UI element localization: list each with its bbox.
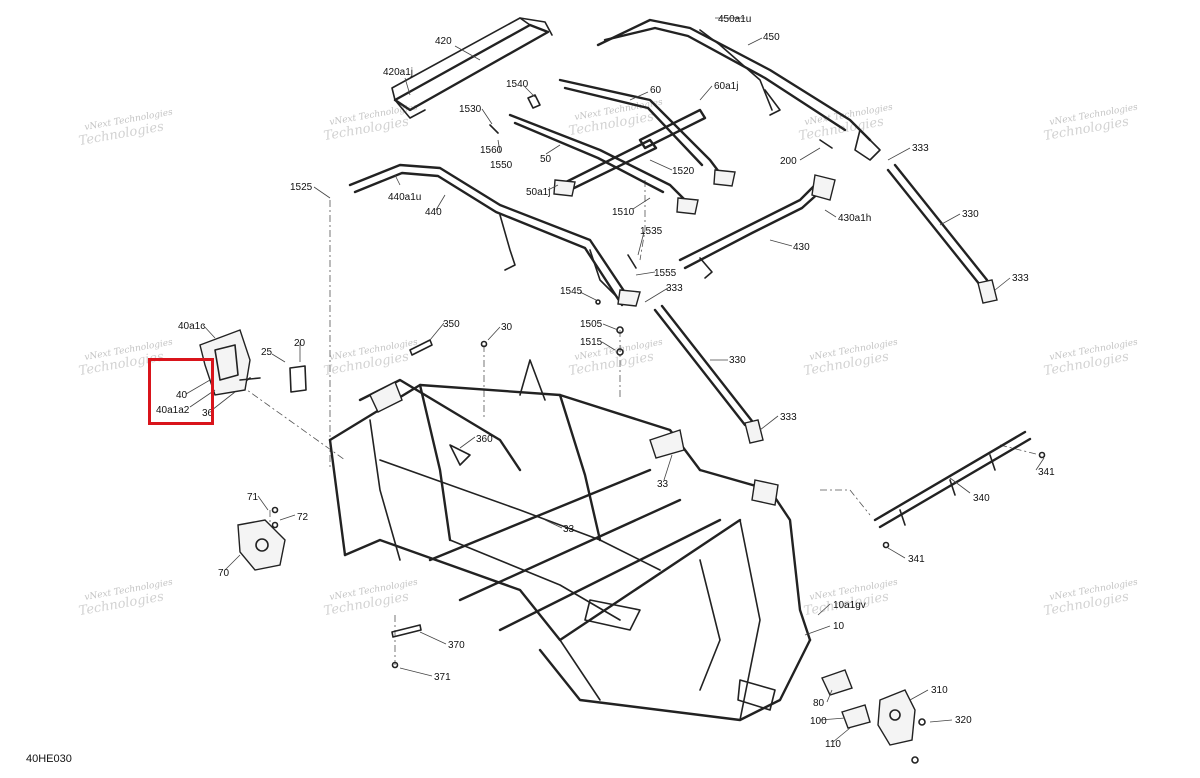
callout-350: 350: [443, 319, 460, 330]
callout-40: 40: [176, 390, 188, 401]
callout-360: 360: [476, 434, 493, 445]
callout-430a1h: 430a1h: [838, 213, 871, 224]
callout-70: 70: [218, 568, 230, 579]
callout-1540: 1540: [506, 79, 529, 90]
assembly-lines: [239, 180, 1041, 665]
callout-333-lower: 333: [780, 412, 797, 423]
callout-420a1j: 420a1j: [383, 67, 413, 78]
part-330-rear-strut: [886, 163, 998, 304]
callout-450: 450: [763, 32, 780, 43]
callout-10a1gv: 10a1gv: [833, 600, 866, 611]
callout-333-mid: 333: [666, 283, 683, 294]
watermark: vNext Technologies Technologies: [1043, 103, 1139, 145]
watermark: vNext Technologies Technologies: [323, 338, 419, 380]
callout-341-top: 341: [1038, 467, 1055, 478]
part-340-rear-bar: [873, 430, 1032, 529]
part-70-mount: [237, 519, 286, 571]
callout-60a1j: 60a1j: [714, 81, 738, 92]
callout-371: 371: [434, 672, 451, 683]
watermark: vNext Technologies Technologies: [1043, 578, 1139, 620]
part-370-link: [391, 624, 422, 638]
main-chassis-frame: [328, 359, 812, 722]
callout-labels: 420 420a1j 450a1u 450 1540 60 60a1j 1530…: [156, 14, 1055, 750]
callout-333-right: 333: [1012, 273, 1029, 284]
callout-341-bottom: 341: [908, 554, 925, 565]
callout-440: 440: [425, 207, 442, 218]
callout-36: 36: [202, 408, 214, 419]
part-100-bracket: [841, 704, 871, 729]
callout-100: 100: [810, 716, 827, 727]
watermark: vNext Technologies Technologies: [1043, 338, 1139, 380]
callout-200: 200: [780, 156, 797, 167]
callout-340: 340: [973, 493, 990, 504]
callout-72: 72: [297, 512, 309, 523]
callout-33-a: 33: [657, 479, 669, 490]
callout-310: 310: [931, 685, 948, 696]
watermark: vNext Technologies Technologies: [803, 578, 899, 620]
part-420-roof-crossbar: [391, 17, 553, 119]
callout-420: 420: [435, 36, 452, 47]
callout-320: 320: [955, 715, 972, 726]
callout-450a1u: 450a1u: [718, 14, 751, 25]
callout-25: 25: [261, 347, 273, 358]
callout-1550: 1550: [490, 160, 513, 171]
callout-71: 71: [247, 492, 259, 503]
callout-333-top: 333: [912, 143, 929, 154]
callout-1510: 1510: [612, 207, 635, 218]
callout-33-b: 33: [563, 524, 575, 535]
callout-1520: 1520: [672, 166, 695, 177]
diagram-reference: 40HE030: [26, 753, 72, 765]
leader-lines: [185, 17, 1045, 743]
callout-1535: 1535: [640, 226, 663, 237]
callout-1505: 1505: [580, 319, 603, 330]
callout-40a1c: 40a1c: [178, 321, 205, 332]
callout-440a1u: 440a1u: [388, 192, 421, 203]
part-80-bracket: [821, 669, 853, 696]
callout-20: 20: [294, 338, 306, 349]
watermark: vNext Technologies Technologies: [78, 108, 174, 150]
small-hardware: [239, 94, 1046, 764]
part-440-front-hoop: [348, 163, 641, 307]
callout-430: 430: [793, 242, 810, 253]
callout-330-right: 330: [962, 209, 979, 220]
callout-10: 10: [833, 621, 845, 632]
callout-60: 60: [650, 85, 662, 96]
callout-50a1j: 50a1j: [526, 187, 550, 198]
callout-1515: 1515: [580, 337, 603, 348]
watermark: vNext Technologies Technologies: [323, 578, 419, 620]
callout-30: 30: [501, 322, 513, 333]
part-50-front-crossbar: [508, 113, 699, 215]
callout-80: 80: [813, 698, 825, 709]
callout-1545: 1545: [560, 286, 583, 297]
part-450-rear-hoop: [596, 18, 881, 161]
part-430-rear-upper-bar: [678, 174, 836, 279]
callout-1525: 1525: [290, 182, 313, 193]
callout-110: 110: [825, 739, 841, 750]
part-60-rear-crossbar: [558, 78, 736, 187]
callout-1555: 1555: [654, 268, 677, 279]
watermark: vNext Technologies Technologies: [803, 338, 899, 380]
callout-330-mid: 330: [729, 355, 746, 366]
callout-50: 50: [540, 154, 552, 165]
watermark: vNext Technologies Technologies: [568, 98, 664, 140]
highlight-box-part-40: [148, 358, 214, 425]
watermark: vNext Technologies Technologies: [78, 578, 174, 620]
part-310-rear-mount: [877, 689, 916, 746]
callout-1560: 1560: [480, 145, 503, 156]
callout-40a1a2: 40a1a2: [156, 405, 190, 416]
callout-370: 370: [448, 640, 465, 651]
part-330-front-strut: [653, 304, 764, 444]
callout-1530: 1530: [459, 104, 482, 115]
